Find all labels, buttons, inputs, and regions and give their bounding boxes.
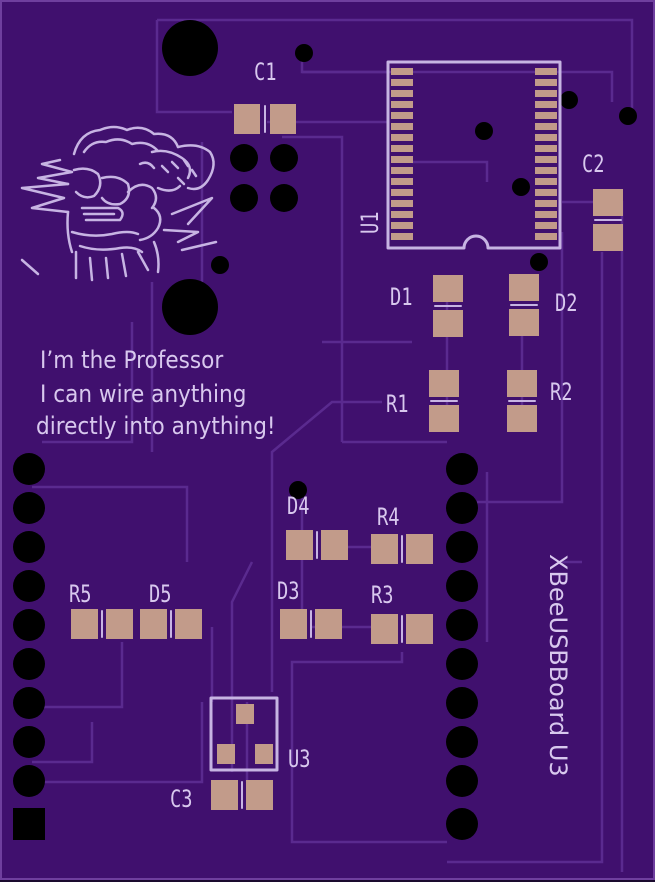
d4-footprint <box>286 530 348 560</box>
r3-label: R3 <box>371 581 394 609</box>
u1-right-pads <box>535 68 557 240</box>
r4-footprint <box>371 534 433 564</box>
c2-footprint <box>593 189 623 251</box>
message-line-1: I’m the Professor <box>40 346 224 374</box>
c1-label: C1 <box>254 58 277 86</box>
right-header-pins <box>446 453 478 840</box>
r1-footprint <box>429 370 459 432</box>
c3-footprint <box>211 780 273 810</box>
u3-footprint <box>209 696 279 772</box>
c2-label: C2 <box>582 150 605 178</box>
c1-footprint <box>234 104 296 134</box>
d5-footprint <box>140 609 202 639</box>
left-header-pins <box>13 453 45 840</box>
r5-footprint <box>71 609 133 639</box>
r1-label: R1 <box>386 390 409 418</box>
d3-label: D3 <box>277 577 300 605</box>
r3-footprint <box>371 614 433 644</box>
u1-left-pads <box>391 68 413 240</box>
d2-label: D2 <box>555 289 578 317</box>
professor-face-icon <box>20 125 218 282</box>
r2-label: R2 <box>550 378 573 406</box>
header-2x2 <box>230 144 298 212</box>
mounting-hole <box>162 20 218 76</box>
d1-label: D1 <box>390 283 413 311</box>
u1-label: U1 <box>356 211 384 234</box>
board-name-label: XBeeUSBBoard U3 <box>544 554 572 777</box>
r2-footprint <box>507 370 537 432</box>
d3-footprint <box>280 609 342 639</box>
r4-label: R4 <box>377 503 400 531</box>
c3-label: C3 <box>170 785 193 813</box>
d4-label: D4 <box>287 492 310 520</box>
message-line-2: I can wire anything <box>40 380 247 408</box>
d2-footprint <box>509 274 539 336</box>
d5-label: D5 <box>149 580 172 608</box>
vias <box>211 44 637 499</box>
mounting-hole <box>162 279 218 335</box>
d1-footprint <box>433 275 463 337</box>
message-line-3: directly into anything! <box>36 412 276 440</box>
u3-label: U3 <box>288 745 311 773</box>
r5-label: R5 <box>69 580 92 608</box>
u1-footprint <box>386 60 562 250</box>
